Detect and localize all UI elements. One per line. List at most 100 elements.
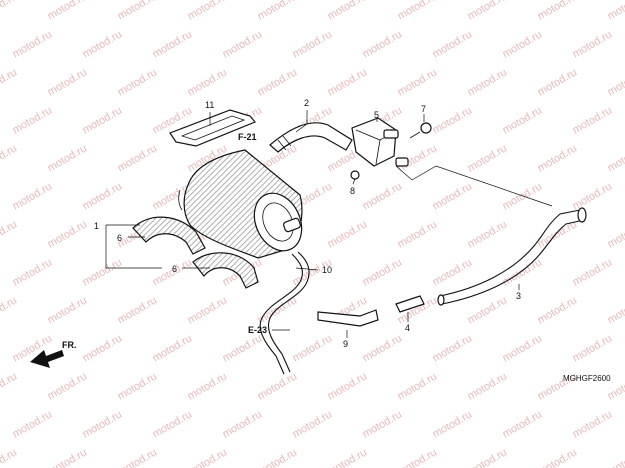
watermark-text: motod.ru [151, 28, 195, 60]
watermark-text: motod.ru [46, 66, 90, 98]
watermark-text: motod.ru [46, 0, 90, 23]
watermark-text: motod.ru [291, 28, 335, 60]
reference-e23[interactable]: E-23 [248, 325, 267, 335]
watermark-text: motod.ru [0, 142, 19, 174]
watermark-text: motod.ru [0, 66, 19, 98]
watermark-text: motod.ru [81, 104, 125, 136]
watermark-text: motod.ru [431, 256, 475, 288]
watermark-text: motod.ru [431, 180, 475, 212]
callout-4: 4 [405, 323, 410, 333]
watermark-text: motod.ru [186, 370, 230, 402]
leader-lines [105, 110, 553, 338]
callout-3: 3 [516, 291, 521, 301]
watermark-text: motod.ru [431, 408, 475, 440]
watermark-text: motod.ru [466, 446, 510, 468]
watermark-text: motod.ru [396, 0, 440, 23]
drain-tube [259, 251, 310, 375]
watermark-text: motod.ru [151, 332, 195, 364]
watermark-text: motod.ru [536, 66, 580, 98]
watermark-text: motod.ru [536, 142, 580, 174]
watermark-text: motod.ru [11, 104, 55, 136]
watermark-text: motod.ru [11, 408, 55, 440]
reference-f21[interactable]: F-21 [238, 132, 257, 142]
watermark-text: motod.ru [606, 0, 625, 23]
upper-hose [269, 122, 353, 153]
callout-9: 9 [343, 339, 348, 349]
watermark-text: motod.ru [256, 446, 300, 468]
watermark-text: motod.ru [536, 294, 580, 326]
watermark-text: motod.ru [326, 218, 370, 250]
watermark-text: motod.ru [256, 66, 300, 98]
watermark-text: motod.ru [0, 294, 19, 326]
watermark-text: motod.ru [46, 142, 90, 174]
watermark-text: motod.ru [221, 332, 265, 364]
watermark-text: motod.ru [116, 142, 160, 174]
watermark-text: motod.ru [466, 294, 510, 326]
watermark-text: motod.ru [46, 370, 90, 402]
watermark-text: motod.ru [291, 332, 335, 364]
callout-10: 10 [322, 265, 332, 275]
watermark-text: motod.ru [291, 408, 335, 440]
nut-part [350, 170, 360, 180]
watermark-text: motod.ru [606, 294, 625, 326]
watermark-text: motod.ru [606, 218, 625, 250]
watermark-text: motod.ru [396, 218, 440, 250]
watermark-text: motod.ru [571, 408, 615, 440]
watermark-text: motod.ru [501, 180, 545, 212]
watermark-text: motod.ru [0, 446, 19, 468]
watermark-text: motod.ru [0, 0, 19, 23]
watermark-text: motod.ru [466, 66, 510, 98]
watermark-text: motod.ru [186, 294, 230, 326]
watermark-text: motod.ru [0, 218, 19, 250]
diagram-code: MGHGF2600 [563, 374, 611, 383]
watermark-text: motod.ru [256, 370, 300, 402]
bracket-upper [132, 216, 206, 255]
watermark-text: motod.ru [396, 66, 440, 98]
watermark-text: motod.ru [326, 446, 370, 468]
watermark-text: motod.ru [571, 256, 615, 288]
watermark-text: motod.ru [256, 0, 300, 23]
watermark-text: motod.ru [186, 446, 230, 468]
watermark-text: motod.ru [571, 332, 615, 364]
callout-6-lower: 6 [172, 264, 177, 274]
bracket-lower [192, 252, 259, 289]
watermark-text: motod.ru [11, 180, 55, 212]
pipe-joint [395, 295, 425, 313]
watermark-text: motod.ru [501, 28, 545, 60]
watermark-text: motod.ru [501, 408, 545, 440]
watermark-text: motod.ru [11, 28, 55, 60]
strap-part [169, 109, 256, 147]
watermark-text: motod.ru [151, 408, 195, 440]
solenoid-valve [351, 117, 409, 167]
watermark-text: motod.ru [571, 180, 615, 212]
watermark-text: motod.ru [326, 370, 370, 402]
canister-body [178, 149, 303, 259]
watermark-text: motod.ru [466, 218, 510, 250]
watermark-text: motod.ru [431, 332, 475, 364]
long-hose [437, 207, 587, 306]
watermark-text: motod.ru [361, 180, 405, 212]
watermark-text: motod.ru [221, 408, 265, 440]
watermark-text: motod.ru [116, 0, 160, 23]
watermark-text: motod.ru [221, 28, 265, 60]
callout-7: 7 [421, 104, 426, 114]
watermark-text: motod.ru [11, 256, 55, 288]
watermark-text: motod.ru [81, 180, 125, 212]
watermark-text: motod.ru [606, 446, 625, 468]
watermark-text: motod.ru [81, 408, 125, 440]
watermark-text: motod.ru [46, 294, 90, 326]
callout-6-upper: 6 [117, 233, 122, 243]
bolt-part [409, 122, 432, 139]
watermark-text: motod.ru [466, 142, 510, 174]
watermark-text: motod.ru [501, 256, 545, 288]
watermark-text: motod.ru [571, 104, 615, 136]
watermark-text: motod.ru [536, 0, 580, 23]
watermark-text: motod.ru [396, 370, 440, 402]
watermark-text: motod.ru [361, 28, 405, 60]
callout-2: 2 [304, 98, 309, 108]
watermark-text: motod.ru [46, 446, 90, 468]
watermark-text: motod.ru [431, 28, 475, 60]
watermark-text: motod.ru [326, 66, 370, 98]
